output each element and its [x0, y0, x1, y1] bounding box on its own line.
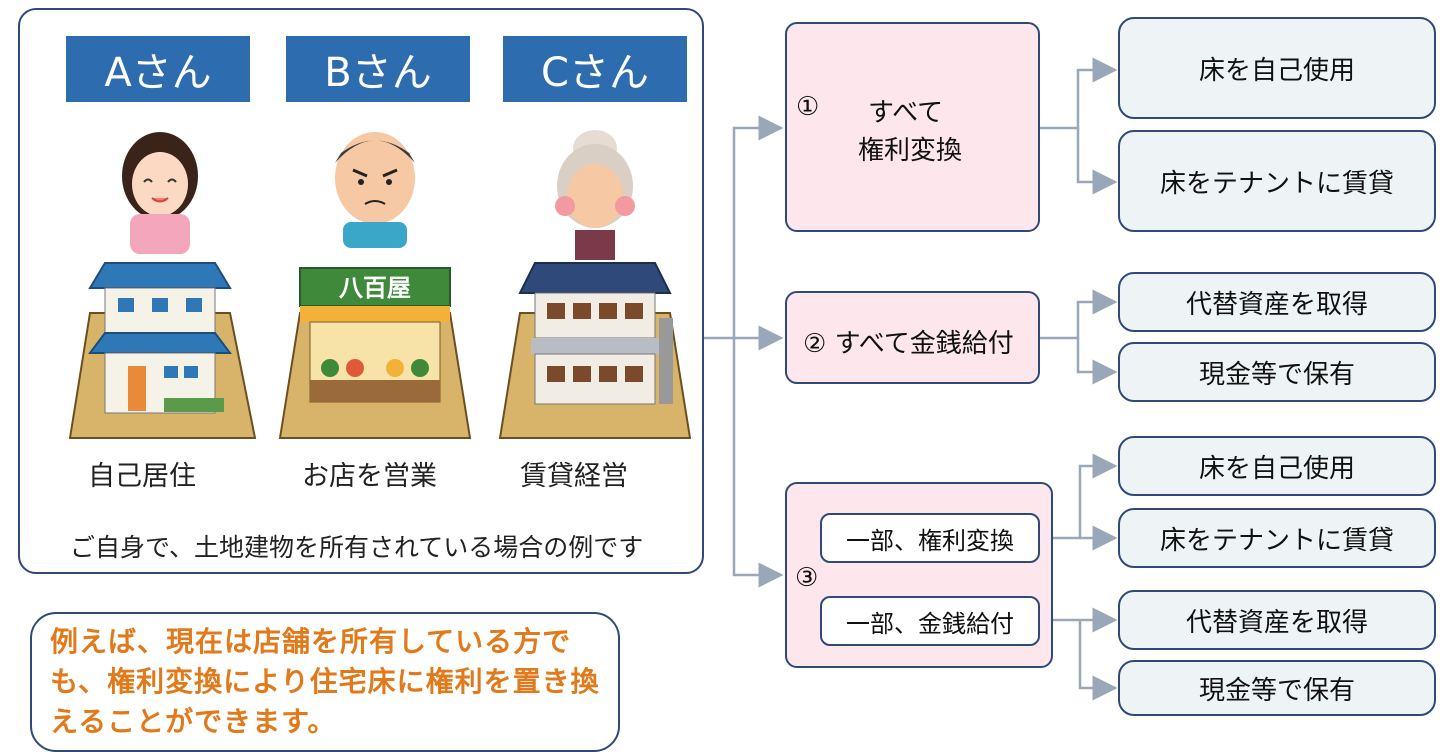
panel-caption: ご自身で、土地建物を所有されている場合の例です — [70, 533, 644, 562]
owner-c-header: Cさん — [503, 36, 687, 102]
option-1-number: ① — [796, 92, 820, 122]
arrow-to-option-1 — [704, 115, 784, 340]
arrow-1a — [1040, 57, 1118, 130]
outcome-3a: 床を自己使用 — [1118, 436, 1436, 496]
option-3-sub-rights-conversion: 一部、権利変換 — [820, 513, 1040, 563]
outcome-3c: 代替資産を取得 — [1118, 590, 1436, 650]
arrow-3a — [1040, 453, 1118, 540]
owner-c-illustration — [498, 130, 692, 439]
option-2-box — [785, 291, 1040, 384]
option-3-sub-cash-payment: 一部、金銭給付 — [820, 596, 1040, 646]
option-1-box — [785, 22, 1040, 232]
owner-b-illustration: 八百屋 — [278, 132, 472, 439]
outcome-3b: 床をテナントに賃貸 — [1118, 508, 1436, 568]
option-1-line1: すべて — [868, 98, 944, 128]
outcome-1a: 床を自己使用 — [1118, 17, 1436, 119]
arrow-3d — [1078, 620, 1118, 701]
arrow-to-option-3 — [732, 338, 784, 588]
owner-a-illustration — [68, 132, 257, 439]
usage-label-b: お店を営業 — [302, 461, 437, 492]
option-3-number: ③ — [795, 563, 819, 593]
usage-label-c: 賃貸経営 — [520, 461, 628, 492]
option-2-label: ② すべて金銭給付 — [803, 329, 1014, 359]
shop-sign: 八百屋 — [339, 274, 411, 302]
arrow-2b — [1076, 338, 1118, 385]
owner-a-header: Aさん — [66, 36, 250, 102]
outcome-2a: 代替資産を取得 — [1118, 272, 1436, 332]
outcome-1b: 床をテナントに賃貸 — [1118, 130, 1436, 232]
usage-label-a: 自己居住 — [88, 461, 196, 492]
flow-connectors — [704, 57, 1118, 701]
option-1-line2: 権利変換 — [858, 136, 963, 166]
arrow-2a — [1040, 289, 1118, 340]
outcome-3d: 現金等で保有 — [1118, 660, 1436, 716]
arrow-1b — [1076, 128, 1118, 195]
owner-b-header: Bさん — [286, 36, 470, 102]
outcome-2b: 現金等で保有 — [1118, 342, 1436, 402]
